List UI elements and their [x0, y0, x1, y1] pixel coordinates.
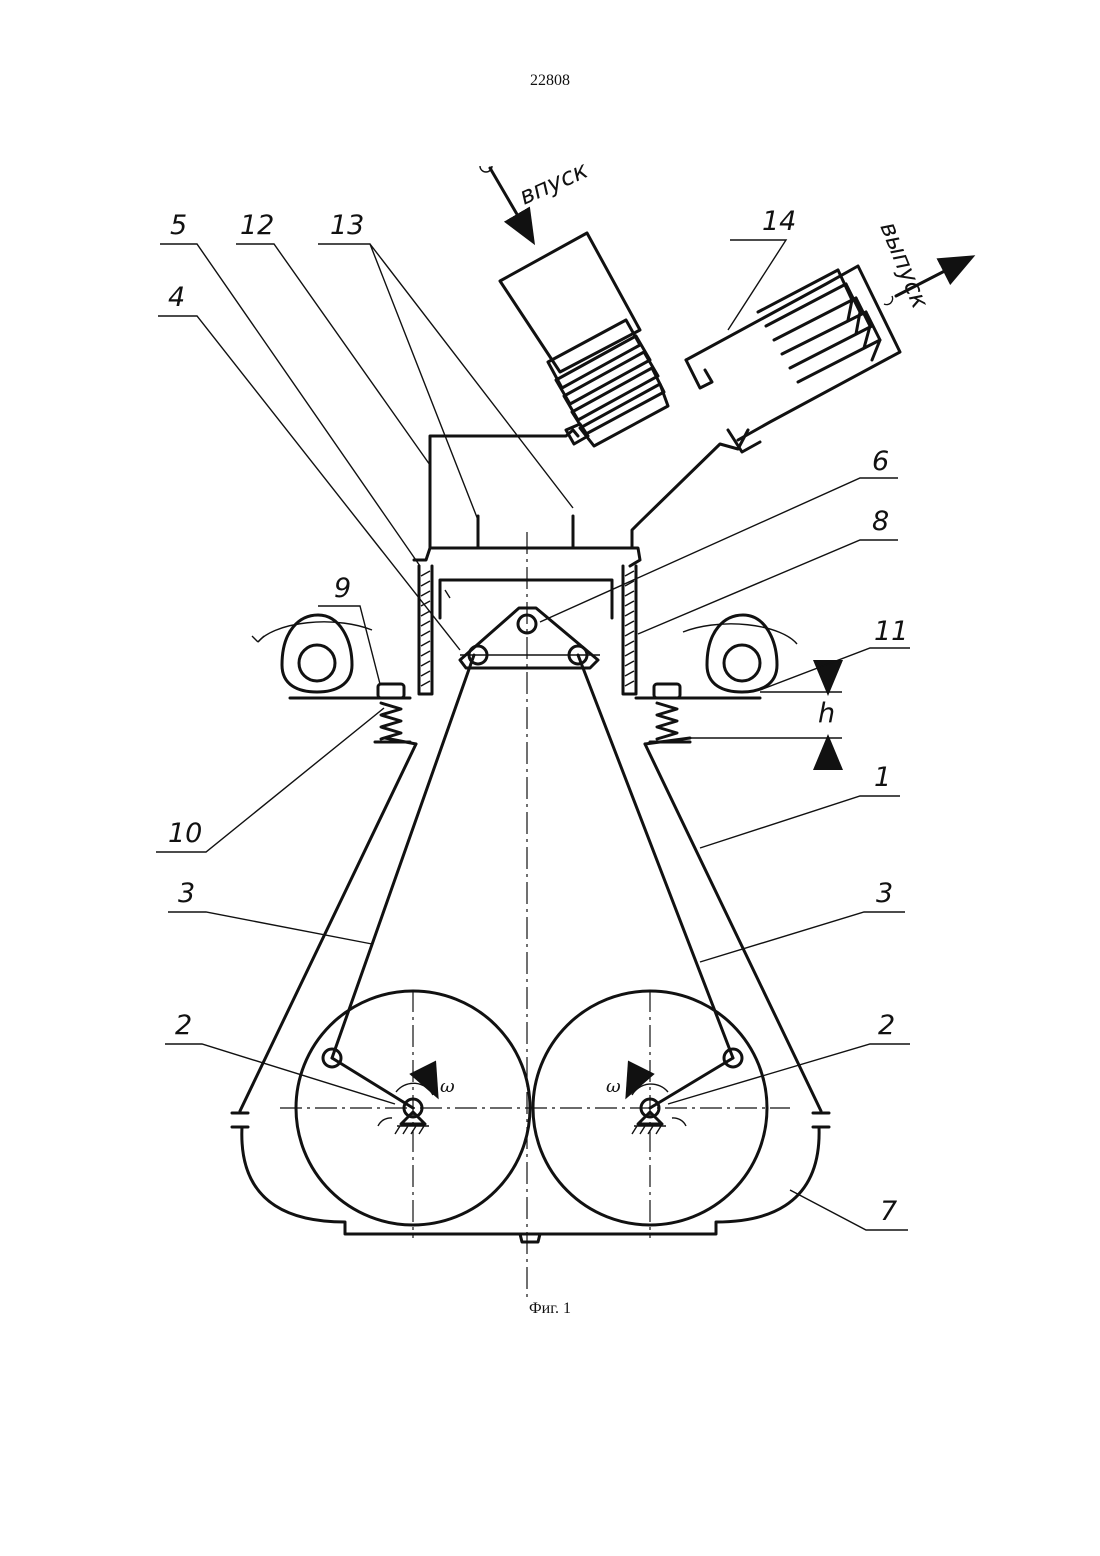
cam-left: [252, 615, 410, 698]
callout-1: 1: [874, 762, 891, 793]
callout-4: 4: [168, 282, 185, 313]
spring-right: [650, 684, 690, 742]
crank-left: [323, 1049, 436, 1134]
callout-13: 13: [330, 210, 364, 241]
figure-caption: Фиг. 1: [0, 1300, 1100, 1318]
centerlines: [280, 532, 790, 1300]
callout-10: 10: [168, 818, 202, 849]
callout-14: 14: [762, 206, 796, 237]
callout-7: 7: [880, 1196, 897, 1227]
callout-2-left: 2: [175, 1010, 192, 1041]
spring-left: [375, 684, 410, 742]
callout-2-right: 2: [878, 1010, 895, 1041]
crank-right: [628, 1049, 742, 1134]
omega-right: ω: [606, 1076, 621, 1097]
housing-body: [232, 738, 829, 1242]
dimension-h-label: h: [818, 698, 835, 729]
outlet-label: выпуск: [874, 218, 934, 313]
exhaust-fins: [686, 266, 900, 452]
callout-6: 6: [872, 446, 889, 477]
callout-9: 9: [334, 573, 351, 604]
cylinder-head: [430, 430, 748, 548]
callout-5: 5: [170, 210, 187, 241]
callout-8: 8: [872, 506, 889, 537]
piston: [440, 580, 612, 618]
callout-3-left: 3: [178, 878, 195, 909]
omega-left: ω: [440, 1076, 455, 1097]
callout-11: 11: [874, 616, 908, 647]
intake-fins: [500, 233, 668, 446]
leader-lines: [156, 240, 910, 1230]
callout-12: 12: [240, 210, 274, 241]
rod-right: [578, 655, 733, 1058]
callout-3-right: 3: [876, 878, 893, 909]
inlet-label: впуск: [515, 156, 592, 211]
